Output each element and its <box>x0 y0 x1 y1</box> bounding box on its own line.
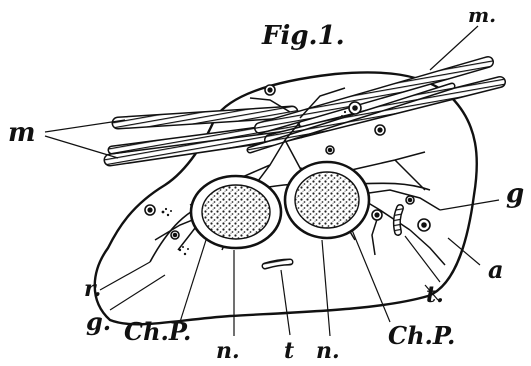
label-m-top: m. <box>468 3 496 27</box>
figure-title: Fig.1. <box>261 21 345 51</box>
label-chp-left: Ch.P. <box>124 317 191 346</box>
chromatophore-right <box>285 162 369 238</box>
label-t-right: t. <box>426 282 444 308</box>
label-g-left: g. <box>86 307 111 336</box>
label-n-left: n. <box>216 338 240 364</box>
label-t-bottom: t <box>284 338 294 364</box>
chromatophore-left <box>191 176 281 248</box>
label-m-left: m <box>8 118 36 148</box>
label-n-right: n. <box>316 338 340 364</box>
label-g-right: g <box>506 179 524 209</box>
label-a: a <box>488 255 504 284</box>
label-r: r. <box>84 276 101 302</box>
label-chp-right: Ch.P. <box>388 321 455 350</box>
